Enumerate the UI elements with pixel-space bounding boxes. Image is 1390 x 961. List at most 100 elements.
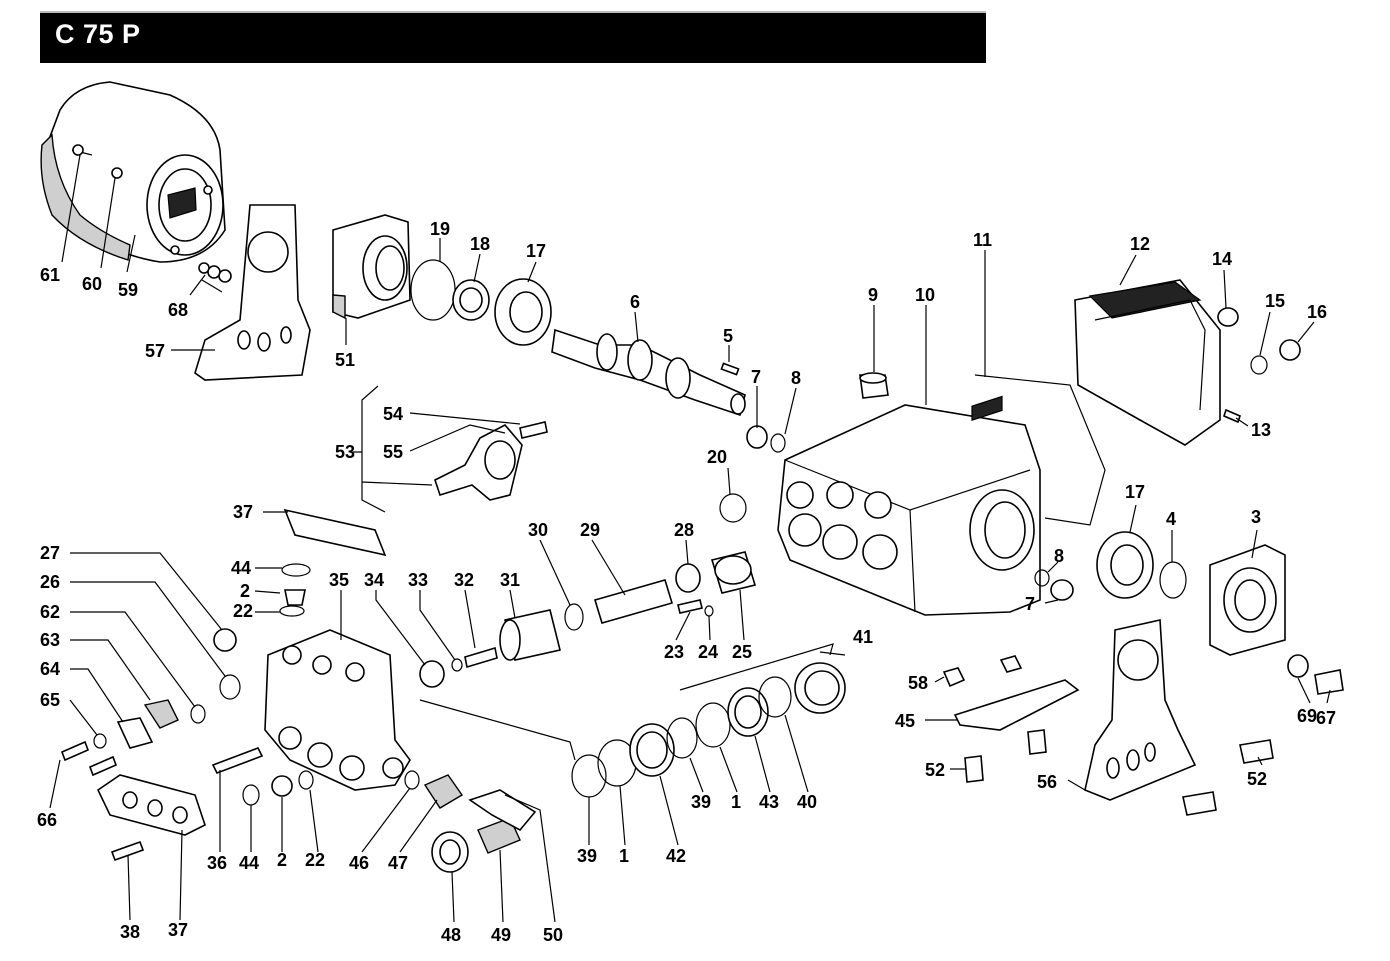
- callout-27: 27: [40, 543, 60, 563]
- callout-48: 48: [441, 925, 461, 945]
- callout-35: 35: [329, 570, 349, 590]
- nut-48: [431, 831, 469, 873]
- leader-lines: [49, 154, 1331, 923]
- ring-39-upper: [666, 717, 698, 759]
- callout-65: 65: [40, 690, 60, 710]
- diagram-title: C 75 P: [55, 19, 141, 49]
- bush-25: [710, 551, 757, 594]
- callout-50: 50: [543, 925, 563, 945]
- washers-68: [198, 262, 232, 283]
- screw-52-c: [1239, 739, 1274, 764]
- snap-ring-4: [1159, 561, 1187, 599]
- plate-37-upper: [283, 508, 387, 557]
- screws-66: [60, 740, 118, 777]
- screw-36: [211, 746, 264, 775]
- callout-63: 63: [40, 630, 60, 650]
- callout-2a: 2: [240, 581, 250, 601]
- callout-7a: 7: [751, 367, 761, 387]
- callout-45: 45: [895, 711, 915, 731]
- callout-67: 67: [1316, 708, 1336, 728]
- callout-20: 20: [707, 447, 727, 467]
- callout-34: 34: [364, 570, 384, 590]
- screw-52-b: [964, 755, 984, 783]
- callout-labels: 61 60 59 68 57 51 19 18 17 6 5 7 8 9 10 …: [37, 219, 1336, 945]
- callout-54: 54: [383, 404, 403, 424]
- mounting-plate-56: [1084, 619, 1197, 801]
- callout-53: 53: [335, 442, 355, 462]
- flange-3: [1209, 544, 1286, 656]
- callout-43: 43: [759, 792, 779, 812]
- callout-4: 4: [1166, 509, 1176, 529]
- callout-6: 6: [630, 292, 640, 312]
- valve-2: [284, 589, 306, 606]
- spring-32: [464, 646, 498, 669]
- plate-37-lower: [96, 774, 206, 836]
- oring-44-lower: [242, 784, 260, 806]
- callout-1b: 1: [619, 846, 629, 866]
- callout-17b: 17: [1125, 482, 1145, 502]
- callout-31: 31: [500, 570, 520, 590]
- callout-64: 64: [40, 659, 60, 679]
- oring-22-lower: [298, 770, 314, 790]
- oring-8: [770, 433, 786, 453]
- callout-5: 5: [723, 326, 733, 346]
- key-5: [720, 362, 740, 376]
- ring-24: [704, 605, 714, 617]
- plug-14: [1217, 307, 1239, 327]
- seal-28: [675, 563, 701, 593]
- callout-52b: 52: [1247, 769, 1267, 789]
- callout-2b: 2: [277, 850, 287, 870]
- oring-62: [190, 704, 206, 724]
- oring-44: [281, 563, 311, 577]
- callout-16: 16: [1307, 302, 1327, 322]
- ring-40: [758, 676, 792, 718]
- callout-41: 41: [853, 627, 873, 647]
- callout-56: 56: [1037, 772, 1057, 792]
- crankcase-10: [777, 395, 1041, 616]
- callout-59: 59: [118, 280, 138, 300]
- callout-30: 30: [528, 520, 548, 540]
- oring-46: [404, 770, 420, 790]
- seal-43: [727, 687, 769, 737]
- pin-23: [677, 599, 703, 614]
- rail-45: [953, 679, 1080, 731]
- callout-26: 26: [40, 572, 60, 592]
- cover-12: [1074, 279, 1221, 446]
- elbow-63: [143, 699, 179, 729]
- callout-14: 14: [1212, 249, 1232, 269]
- oring-33: [451, 658, 463, 672]
- oring-20: [719, 493, 747, 523]
- flange-64: [116, 717, 154, 749]
- bell-housing: [40, 81, 226, 263]
- callout-7b: 7: [1025, 594, 1035, 614]
- callout-28: 28: [674, 520, 694, 540]
- callout-57: 57: [145, 341, 165, 361]
- plug-9: [859, 372, 889, 399]
- crankshaft-6: [551, 328, 746, 417]
- title-bar: C 75 P: [40, 11, 986, 63]
- connecting-rod-55: [434, 423, 523, 501]
- callout-10: 10: [915, 285, 935, 305]
- callout-66: 66: [37, 810, 57, 830]
- callout-15: 15: [1265, 291, 1285, 311]
- callout-19: 19: [430, 219, 450, 239]
- callout-38: 38: [120, 922, 140, 942]
- plug-27: [213, 628, 237, 652]
- callout-12: 12: [1130, 234, 1150, 254]
- seal-42: [629, 723, 675, 777]
- callout-24: 24: [698, 642, 718, 662]
- callout-33: 33: [408, 570, 428, 590]
- callout-25: 25: [732, 642, 752, 662]
- callout-51: 51: [335, 350, 355, 370]
- mounting-plate-57: [194, 204, 311, 381]
- callout-55: 55: [383, 442, 403, 462]
- callout-44a: 44: [231, 558, 251, 578]
- screw-67: [1314, 669, 1344, 695]
- callout-58: 58: [908, 673, 928, 693]
- plug-34: [419, 660, 445, 688]
- callout-69: 69: [1297, 706, 1317, 726]
- screw-52-a: [1027, 729, 1047, 755]
- screw-13: [1223, 408, 1241, 424]
- plug-16: [1279, 339, 1301, 361]
- nut-58: [942, 667, 966, 688]
